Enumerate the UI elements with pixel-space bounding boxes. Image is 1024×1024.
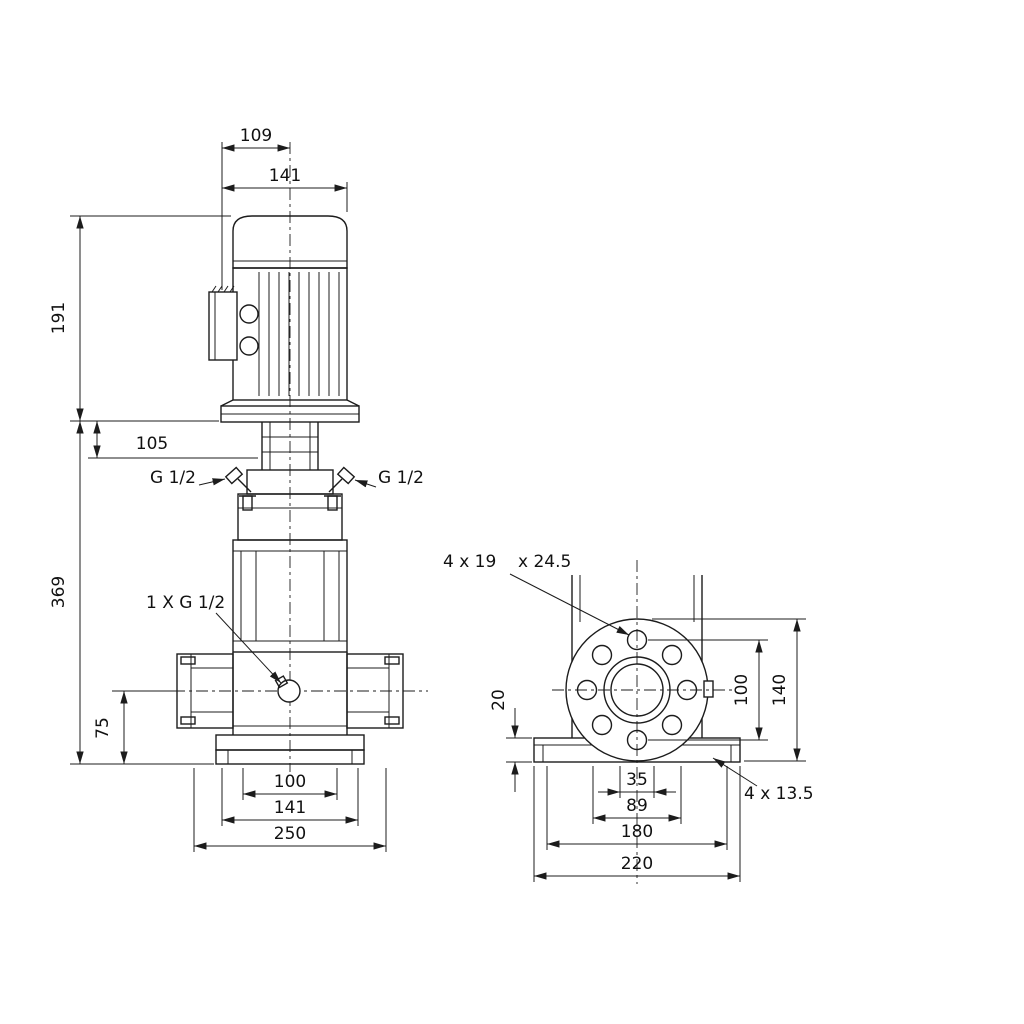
- callout-counterbore: x 24.5: [518, 552, 571, 572]
- cable-entry-hole: [239, 336, 259, 356]
- front-base: [215, 734, 365, 765]
- dim-base-bolt-length: 180: [621, 822, 653, 842]
- chamber-stack: [232, 539, 348, 653]
- callout-base-holes: 4 x 13.5: [744, 784, 814, 804]
- dim-pump-height: 369: [49, 576, 69, 608]
- dim-port-width: 100: [274, 772, 306, 792]
- dim-109: 109: [240, 126, 272, 146]
- coupling-section: [261, 422, 319, 470]
- side-dimensions: 4 x 19 x 24.5 20 100 140 35 89 180: [443, 552, 814, 882]
- port-plug-left: [224, 466, 252, 493]
- dim-base-width: 250: [274, 824, 306, 844]
- dim-base-hole-span: 89: [626, 796, 648, 816]
- dim-base-bolt-width: 141: [274, 798, 306, 818]
- flange-bolt-hole: [591, 644, 613, 666]
- motor-fan-cover: [232, 215, 348, 269]
- flange-bolt-hole: [661, 644, 683, 666]
- lower-body: [232, 652, 348, 735]
- terminal-box: [208, 285, 259, 361]
- dim-base-thickness: 20: [489, 689, 509, 711]
- dim-motor-width: 141: [269, 166, 301, 186]
- label-g-half-left: G 1/2: [150, 468, 196, 488]
- side-view: [533, 560, 741, 884]
- vent-tab: [703, 680, 714, 698]
- cable-entry-hole: [239, 304, 259, 324]
- callout-flange-holes: 4 x 19: [443, 552, 496, 572]
- motor-flange: [220, 399, 360, 423]
- dim-bolt-circle: 100: [732, 674, 752, 706]
- drain-port: [277, 679, 301, 703]
- dim-motor-height: 191: [49, 302, 69, 334]
- flange-bolt-hole: [661, 714, 683, 736]
- port-plug-right: [328, 466, 356, 493]
- motor-body: [232, 267, 348, 401]
- label-drain-port: 1 X G 1/2: [146, 593, 225, 613]
- dim-head-offset: 105: [136, 434, 168, 454]
- dim-base-hole-offset: 35: [626, 770, 648, 790]
- dim-port-height: 75: [93, 717, 113, 739]
- flange-bolt-hole: [591, 714, 613, 736]
- label-g-half-right: G 1/2: [378, 468, 424, 488]
- dim-base-length: 220: [621, 854, 653, 874]
- front-view: [150, 142, 428, 772]
- dim-flange-od: 140: [770, 674, 790, 706]
- front-dimensions: 109 141 191 369 105 75 G 1/2 G 1/2 1 X G…: [49, 126, 424, 852]
